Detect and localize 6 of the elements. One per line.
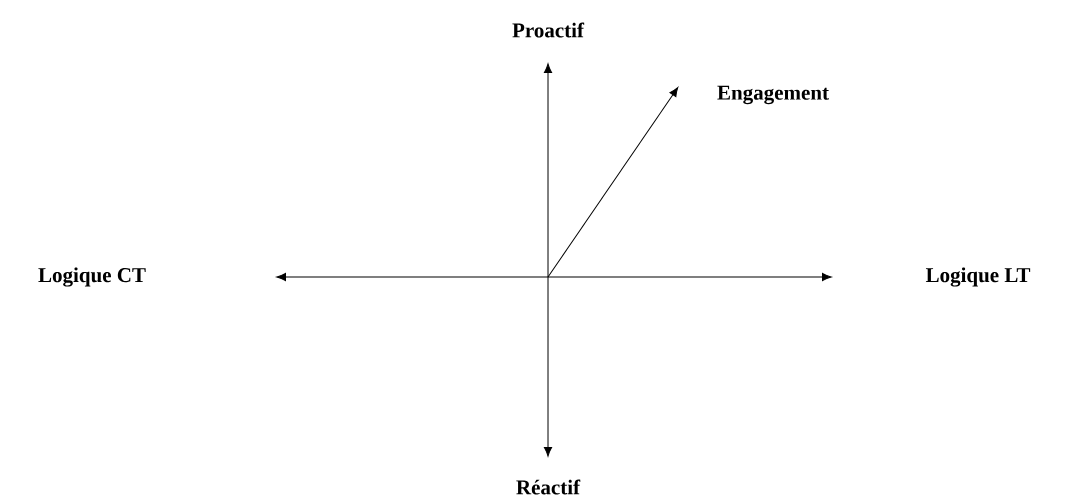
axis-label: Engagement bbox=[717, 85, 829, 105]
arrow bbox=[547, 87, 679, 278]
axis-label: Logique CT bbox=[38, 267, 146, 287]
axis-label: Proactif bbox=[512, 22, 585, 38]
axis-label: Réactif bbox=[516, 479, 581, 495]
axis-label: Logique LT bbox=[925, 267, 1031, 287]
